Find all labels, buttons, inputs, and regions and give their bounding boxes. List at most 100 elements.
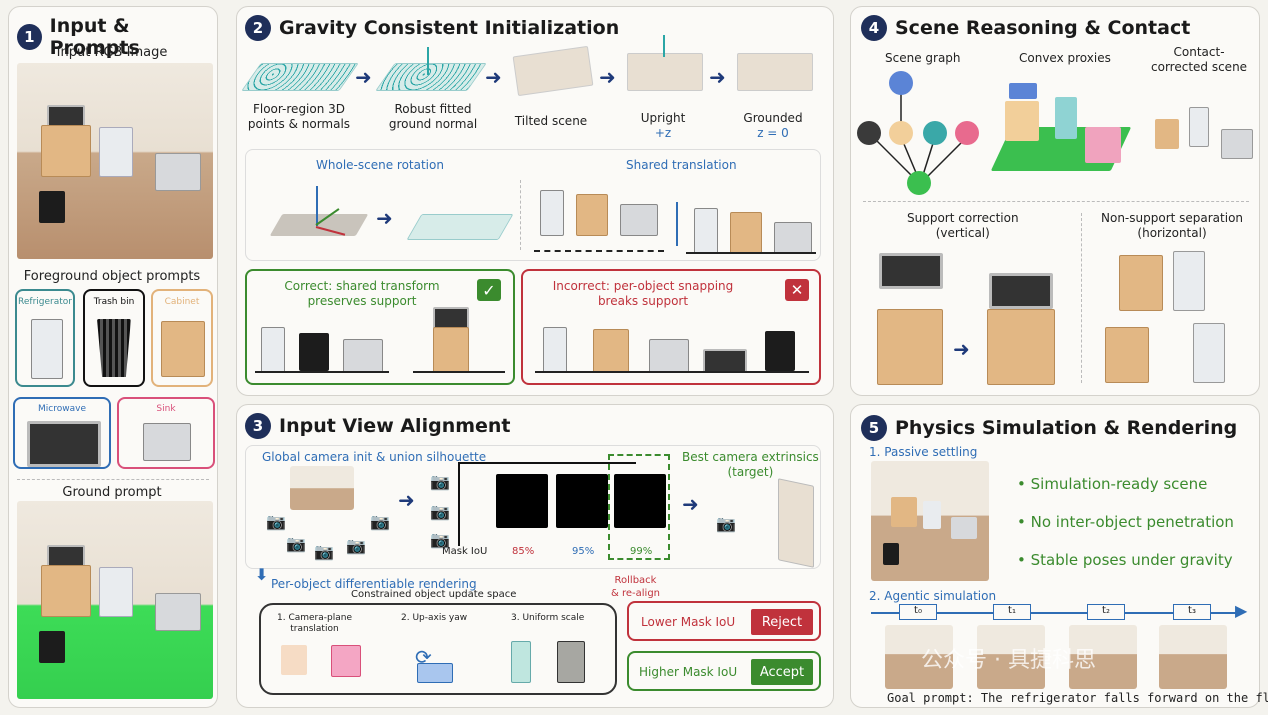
refrigerator-icon	[31, 319, 63, 379]
microwave-object	[703, 349, 747, 373]
axis-z-icon	[316, 186, 318, 226]
timeline-arrow-icon: ▶	[1235, 601, 1248, 620]
graph-node	[923, 121, 947, 145]
best-camera-label: Best camera extrinsics(target)	[682, 450, 819, 479]
panel-title: 5 Physics Simulation & Rendering	[861, 415, 1237, 441]
time-marker: t₁	[993, 604, 1031, 620]
panel-title: 4 Scene Reasoning & Contact	[861, 15, 1190, 41]
convex-sink	[1085, 127, 1121, 163]
panel-title: 1 Input & Prompts	[17, 15, 217, 59]
iou-value: 99%	[630, 546, 653, 557]
panel-title: 3 Input View Alignment	[245, 413, 511, 439]
check-icon: ✓	[477, 279, 501, 301]
sink-icon	[143, 423, 191, 461]
higher-iou-label: Higher Mask IoU	[639, 665, 738, 679]
input-rgb-image	[17, 63, 213, 259]
step-number-badge: 3	[245, 413, 271, 439]
camera-icon: 📷	[370, 512, 390, 531]
panel-scene-reasoning: 4 Scene Reasoning & Contact Scene graph …	[850, 6, 1260, 396]
graph-node-ground	[907, 171, 931, 195]
panel-title-text: Input View Alignment	[279, 415, 511, 437]
refrigerator-object	[543, 327, 567, 373]
tilted-scene-image	[512, 45, 594, 97]
translation-shape	[331, 645, 361, 677]
arrow-right-icon: ➜	[485, 65, 502, 89]
refrigerator-object	[1193, 323, 1225, 383]
floor-line	[413, 371, 505, 373]
microwave-object	[47, 545, 85, 567]
sink-object	[620, 204, 658, 236]
accept-button[interactable]: Accept	[751, 659, 813, 685]
op-label: 2. Up-axis yaw	[401, 613, 468, 623]
refrigerator-object	[540, 190, 564, 236]
cabinet-object	[593, 329, 629, 373]
microwave-object	[879, 253, 943, 289]
trash-bin-object	[883, 543, 899, 565]
cabinet-object	[1119, 255, 1163, 311]
prompt-label: Trash bin	[93, 297, 135, 307]
scene-graph	[857, 71, 979, 195]
mask-silhouette	[556, 474, 608, 528]
goal-prompt: Goal prompt: The refrigerator falls forw…	[887, 691, 1268, 705]
bracket-line	[458, 462, 460, 546]
foreground-prompts-label: Foreground object prompts	[23, 269, 201, 284]
sim-frame	[977, 625, 1045, 689]
microwave-object	[433, 307, 469, 329]
convex-cabinet	[1005, 101, 1039, 141]
scene-graph-label: Scene graph	[885, 51, 961, 65]
per-object-label: Per-object differentiable rendering	[271, 577, 477, 591]
step-caption: Tilted scene	[514, 114, 588, 128]
lower-iou-box: Lower Mask IoU Reject	[627, 601, 821, 641]
arrow-down-icon: ⬇	[255, 565, 269, 584]
cabinet-object	[1105, 327, 1149, 383]
panel-title: 2 Gravity Consistent Initialization	[245, 15, 619, 41]
camera-icon: 📷	[346, 536, 366, 555]
sim-frame	[1159, 625, 1227, 689]
translation-arrow-icon	[676, 202, 678, 246]
refrigerator-object	[261, 327, 285, 373]
time-marker: t₃	[1173, 604, 1211, 620]
panel-title-text: Scene Reasoning & Contact	[895, 17, 1191, 39]
bullet-item: • Stable poses under gravity	[1017, 551, 1233, 569]
microwave-object	[989, 273, 1053, 309]
floor-line	[535, 371, 809, 373]
arrow-right-icon: ➜	[599, 65, 616, 89]
mask-silhouette	[614, 474, 666, 528]
upright-scene-image	[627, 53, 703, 91]
step-number-badge: 5	[861, 415, 887, 441]
prompt-label: Microwave	[38, 404, 86, 414]
reject-button[interactable]: Reject	[751, 609, 813, 635]
sink-object	[155, 593, 201, 631]
graph-edge	[926, 136, 968, 178]
panel-physics-sim: 5 Physics Simulation & Rendering 1. Pass…	[850, 404, 1268, 708]
cabinet-object	[1155, 119, 1179, 149]
convex-proxies-label: Convex proxies	[1019, 51, 1111, 65]
rotated-scene-plane	[406, 214, 514, 240]
z-axis-arrow-icon	[663, 35, 665, 57]
cabinet-object	[877, 309, 943, 385]
best-camera-dashed-box	[608, 454, 670, 560]
arrow-right-icon: ➜	[953, 337, 970, 361]
prompt-sink: Sink	[117, 397, 215, 469]
input-rgb-label: Input RGB Image	[56, 45, 168, 60]
refrigerator-object	[1189, 107, 1209, 147]
arrow-right-icon: ➜	[709, 65, 726, 89]
target-view-image	[778, 478, 814, 568]
cabinet-object	[433, 327, 469, 373]
op-label: 3. Uniform scale	[511, 613, 585, 623]
scale-shape	[511, 641, 531, 683]
panel-input-prompts: 1 Input & Prompts Input RGB Image Foregr…	[8, 6, 218, 708]
microwave-icon	[27, 421, 101, 467]
camera-icon: 📷	[430, 502, 450, 521]
trash-bin-object	[299, 333, 329, 371]
yaw-shape	[417, 663, 453, 683]
iou-value: 85%	[512, 546, 535, 557]
step-caption: Upright+z	[640, 111, 686, 140]
sink-object	[774, 222, 812, 254]
whole-rotation-label: Whole-scene rotation	[316, 158, 444, 172]
